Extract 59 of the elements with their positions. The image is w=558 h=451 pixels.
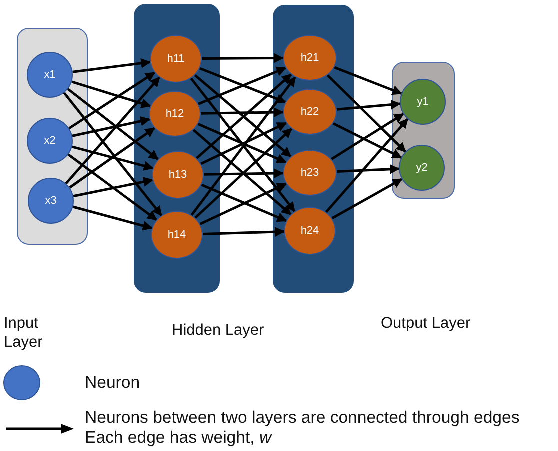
neuron-label: h24 xyxy=(300,225,320,237)
arrow xyxy=(331,113,404,160)
layer-panel xyxy=(273,5,354,293)
neuron-circle xyxy=(400,79,446,125)
neuron-label: x3 xyxy=(45,195,57,207)
neuron-label: h21 xyxy=(300,52,320,64)
neuron-label: h22 xyxy=(300,106,320,118)
arrow xyxy=(72,80,152,108)
neuron-circle xyxy=(151,211,203,259)
arrow xyxy=(67,88,159,160)
legend-text: Neurons between two layers are connected through edges Each edge has weight, w xyxy=(85,408,521,448)
neuron-label: x1 xyxy=(44,69,56,81)
neuron-label: h23 xyxy=(300,167,320,179)
arrow xyxy=(336,164,400,174)
neuron-circle xyxy=(284,207,336,255)
neuron-label: h14 xyxy=(168,229,186,241)
arrow xyxy=(68,154,158,221)
layer-panel xyxy=(392,62,455,199)
arrow xyxy=(202,53,284,64)
neuron-circle xyxy=(28,178,74,224)
arrow xyxy=(72,146,154,171)
arrow xyxy=(72,206,153,231)
neuron-label: y1 xyxy=(417,96,429,108)
neuron-circle xyxy=(152,151,204,199)
arrow xyxy=(72,116,151,138)
arrow xyxy=(202,227,285,238)
layer-panel xyxy=(17,28,88,245)
arrow xyxy=(204,168,284,179)
neuron-circle xyxy=(27,52,73,98)
arrow xyxy=(332,178,403,220)
layer-label: Output Layer xyxy=(381,315,472,334)
neuron-circle xyxy=(283,35,337,81)
neuron-label: x2 xyxy=(44,135,56,147)
arrow xyxy=(63,92,163,216)
neuron-circle xyxy=(149,91,201,137)
neuron-circle xyxy=(399,145,445,191)
arrow xyxy=(334,66,403,96)
neuron-label: y2 xyxy=(416,162,428,174)
neuron-circle xyxy=(27,118,73,164)
layer-label: Input Layer xyxy=(4,315,44,352)
arrow xyxy=(65,76,161,185)
arrow xyxy=(72,58,152,74)
legend-text: Neuron xyxy=(85,373,142,394)
neuron-circle xyxy=(150,35,202,83)
arrow xyxy=(332,122,402,159)
layer-panel xyxy=(134,4,220,293)
layer-label: Hidden Layer xyxy=(172,322,266,341)
neuron-circle xyxy=(283,150,337,196)
arrow xyxy=(200,108,284,118)
arrow xyxy=(325,118,409,214)
neuron-label: h11 xyxy=(167,53,185,65)
arrow xyxy=(68,72,156,130)
arrow xyxy=(326,74,406,153)
neuron-circle xyxy=(283,89,337,135)
neuron-label: h12 xyxy=(166,108,184,120)
arrow xyxy=(73,177,154,198)
arrow xyxy=(336,100,402,111)
neuron-label: h13 xyxy=(168,169,188,181)
arrow xyxy=(69,127,156,189)
